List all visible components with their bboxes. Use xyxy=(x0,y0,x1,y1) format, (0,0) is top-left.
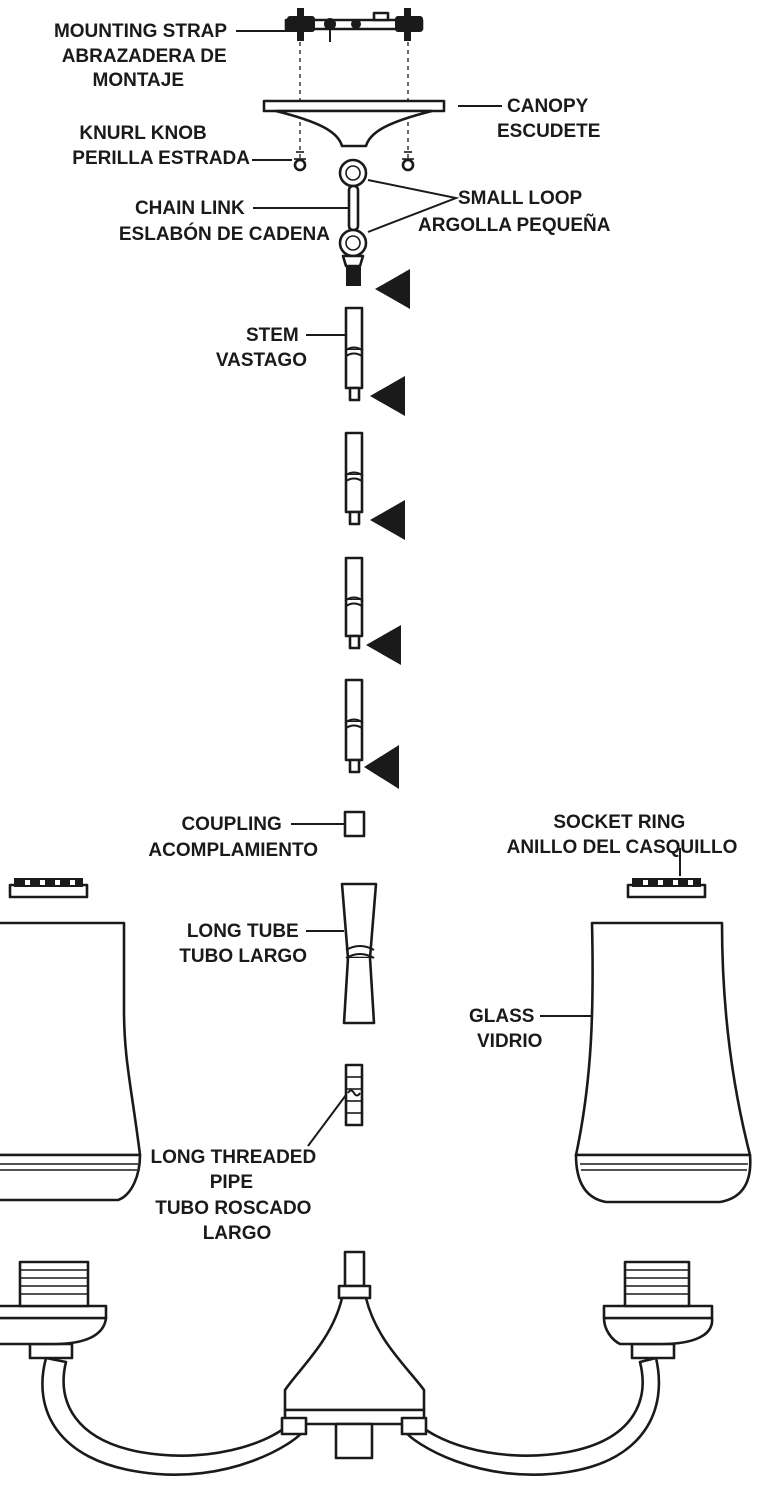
arrow-marker-5 xyxy=(364,745,399,789)
coupling xyxy=(343,810,366,838)
arrow-marker-1 xyxy=(375,269,410,309)
stem-2 xyxy=(344,431,364,526)
mounting-strap xyxy=(284,8,424,42)
arrow-marker-3 xyxy=(370,500,405,540)
stem-1 xyxy=(344,306,364,402)
chain-link xyxy=(347,184,360,232)
label-glass: GLASS VIDRIO xyxy=(469,1006,542,1052)
label-coupling: COUPLING ACOMPLAMIENTO xyxy=(148,814,318,861)
fixture-arm-right xyxy=(400,1260,714,1477)
label-small-loop: SMALL LOOP ARGOLLA PEQUEÑA xyxy=(418,188,611,236)
knurl-knob xyxy=(293,151,415,172)
canopy xyxy=(262,99,446,148)
stem-4 xyxy=(344,678,364,774)
glass-shade-right xyxy=(574,921,752,1204)
small-loop-top xyxy=(338,158,368,188)
leader-long-threaded-pipe xyxy=(307,1094,347,1147)
long-tube xyxy=(340,882,378,1025)
fixture-arm-left xyxy=(0,1260,308,1477)
label-socket-ring: SOCKET RING ANILLO DEL CASQUILLO xyxy=(507,812,738,858)
label-mounting-strap: MOUNTING STRAP ABRAZADERA DE MONTAJE xyxy=(54,21,232,91)
socket-ring-left xyxy=(8,878,89,899)
leader-small-loop xyxy=(367,179,460,233)
fixture-body xyxy=(283,1250,426,1460)
arrow-marker-2 xyxy=(370,376,405,416)
label-long-threaded-pipe: LONG THREADED PIPE TUBO ROSCADO LARGO xyxy=(150,1147,321,1244)
small-loop-bottom xyxy=(338,228,368,286)
socket-ring-right xyxy=(626,878,707,899)
long-threaded-pipe xyxy=(344,1063,364,1127)
label-canopy: CANOPY ESCUDETE xyxy=(497,96,600,142)
label-knurl-knob: KNURL KNOB PERILLA ESTRADA xyxy=(72,123,250,169)
label-stem: STEM VASTAGO xyxy=(216,325,307,371)
stem-3 xyxy=(344,556,364,650)
arrow-marker-4 xyxy=(366,625,401,665)
glass-shade-left xyxy=(0,921,142,1202)
label-chain-link: CHAIN LINK ESLABÓN DE CADENA xyxy=(119,198,330,245)
label-long-tube: LONG TUBE TUBO LARGO xyxy=(179,921,307,967)
